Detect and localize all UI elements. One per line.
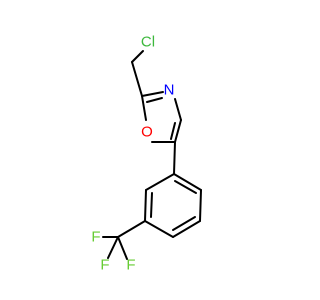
molecule-structure: Cl N O F F F <box>91 34 202 274</box>
atom-label-chlorine: Cl <box>141 34 155 51</box>
bond-c2-n3-double-inner <box>146 97 163 103</box>
bond-benzene-1 <box>173 173 202 191</box>
bond-c5-aryl <box>173 141 176 175</box>
bond-benzene-3-inner <box>172 216 196 231</box>
bond-benzene-1-inner <box>174 180 197 194</box>
bond-cf3-f3 <box>107 236 119 259</box>
bond-o1-c2 <box>141 95 147 121</box>
bond-cf3-f2 <box>117 236 128 260</box>
bond-aryl-cf3 <box>117 220 146 238</box>
bond-benzene-2 <box>199 189 202 222</box>
atom-label-nitrogen: N <box>164 82 175 99</box>
bond-benzene-5-inner <box>150 192 153 218</box>
atom-label-oxygen: O <box>141 124 153 141</box>
bond-n3-c4 <box>174 98 182 121</box>
molecule-canvas: Cl N O F F F <box>91 33 202 274</box>
bond-benzene-3 <box>172 220 201 238</box>
bond-cl-ch2 <box>131 50 144 63</box>
bond-c2-n3-double-outer <box>141 91 164 97</box>
bond-benzene-6 <box>145 173 175 191</box>
bond-c4-c5-double-outer <box>174 119 182 143</box>
bond-benzene-5 <box>144 189 147 222</box>
atom-label-fluorine-3: F <box>100 257 109 274</box>
bond-benzene-4 <box>144 220 174 238</box>
atom-label-fluorine-1: F <box>91 229 100 246</box>
atom-label-fluorine-2: F <box>126 257 135 274</box>
bond-ch2-c2 <box>131 61 143 97</box>
bond-c4-c5-double-inner <box>170 122 176 140</box>
